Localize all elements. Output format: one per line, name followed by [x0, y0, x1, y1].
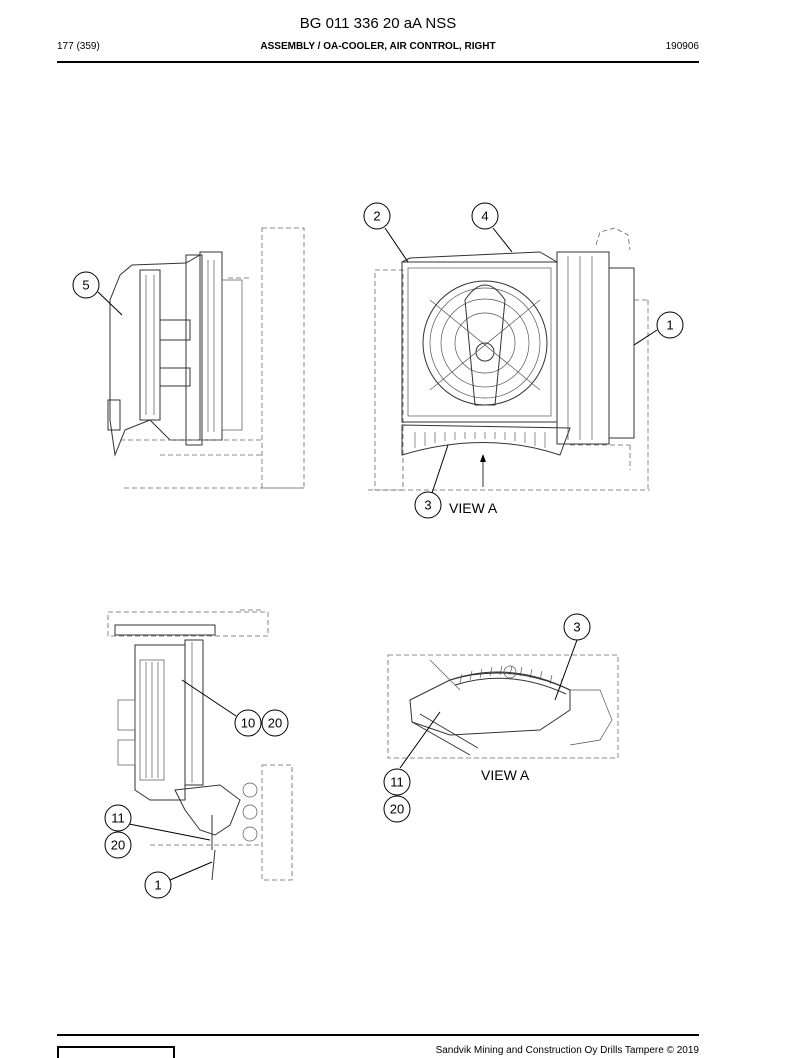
svg-text:2: 2 — [373, 209, 380, 224]
callout-5: 5 — [72, 271, 100, 299]
view-a-drawing — [387, 654, 619, 759]
leader-lines — [97, 227, 658, 881]
revision-date: 190906 — [665, 41, 699, 52]
sandvik-logo — [57, 1046, 175, 1058]
svg-text:11: 11 — [390, 775, 404, 790]
document-number: BG 011 336 20 aA NSS — [299, 15, 457, 32]
footer-copyright: Sandvik Mining and Construction Oy Drill… — [435, 1045, 699, 1056]
svg-text:20: 20 — [268, 716, 282, 731]
page-number: 177 (359) — [57, 41, 100, 52]
callout-20-right: 20 — [383, 795, 411, 823]
svg-text:5: 5 — [82, 278, 89, 293]
view-a-label-bottom: VIEW A — [481, 767, 530, 783]
page-title: ASSEMBLY / OA-COOLER, AIR CONTROL, RIGHT — [260, 41, 496, 52]
header-rule — [57, 61, 699, 63]
callout-3-bottom: 3 — [563, 613, 591, 641]
callout-20-b: 20 — [104, 831, 132, 859]
side-view-drawing — [107, 227, 305, 489]
footer-rule — [57, 1034, 699, 1036]
svg-text:3: 3 — [573, 620, 580, 635]
svg-text:3: 3 — [424, 498, 431, 513]
svg-text:20: 20 — [390, 802, 404, 817]
svg-text:20: 20 — [111, 838, 125, 853]
callout-3-top: 3 — [414, 491, 442, 519]
callout-4: 4 — [471, 202, 499, 230]
svg-text:4: 4 — [481, 209, 488, 224]
callout-11-left: 11 — [104, 804, 132, 832]
svg-text:1: 1 — [666, 318, 673, 333]
callout-1-bottom: 1 — [144, 871, 172, 899]
callout-2: 2 — [363, 202, 391, 230]
svg-text:10: 10 — [241, 716, 255, 731]
detail-view-drawing — [107, 609, 293, 881]
view-a-label-top: VIEW A — [449, 500, 498, 516]
callout-20-a: 20 — [261, 709, 289, 737]
callout-11-right: 11 — [383, 768, 411, 796]
svg-text:11: 11 — [111, 811, 125, 826]
callout-1-top: 1 — [656, 311, 684, 339]
svg-text:1: 1 — [154, 878, 161, 893]
front-view-drawing — [368, 227, 650, 491]
callout-10: 10 — [234, 709, 262, 737]
